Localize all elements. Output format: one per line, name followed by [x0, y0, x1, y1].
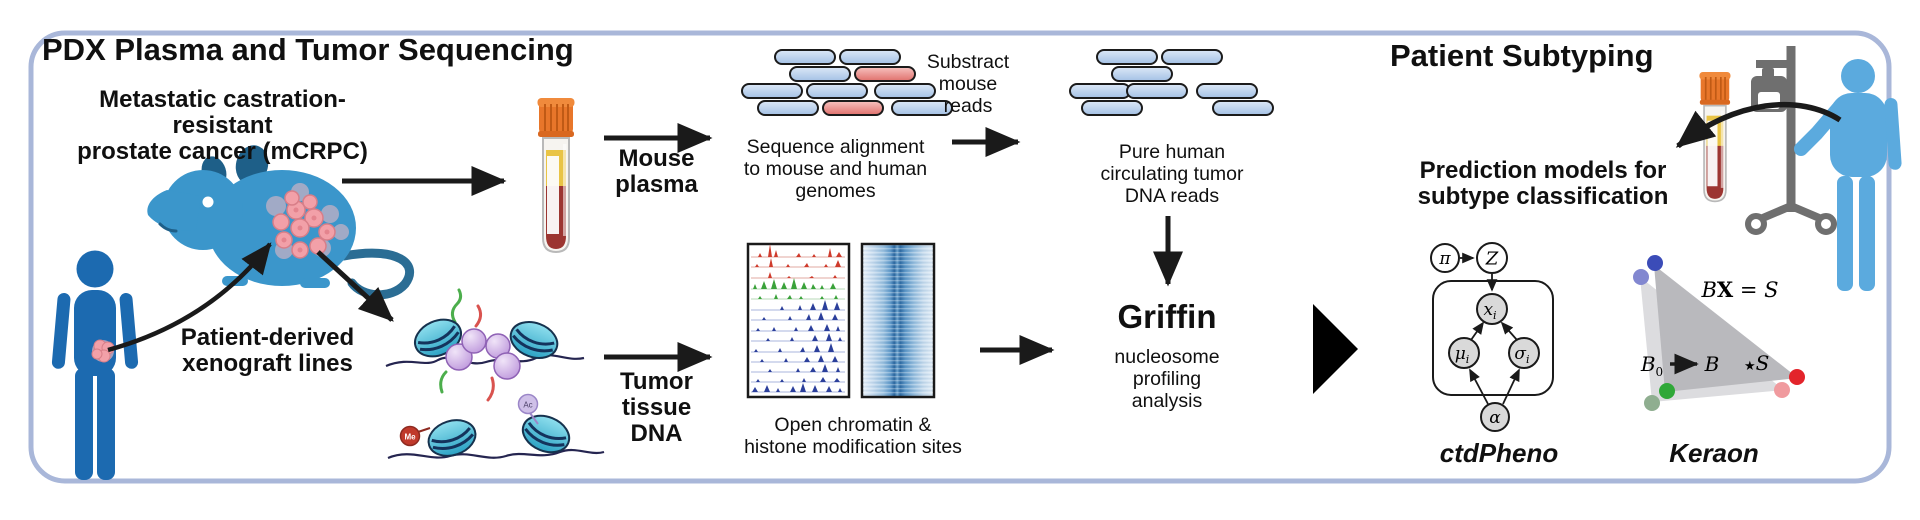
keraon-equation: BX = S: [1700, 277, 1778, 302]
keraon-label: Keraon: [1669, 438, 1759, 468]
mouse-plasma-label: Mouse plasma: [615, 145, 698, 198]
figure-frame: [28, 30, 1892, 484]
node-xi: [1476, 293, 1508, 325]
node-pi: [1430, 243, 1460, 273]
pdx-lines-label: Patient-derived xenograft lines: [180, 324, 355, 377]
arrow-patient-to-tube: [1675, 102, 1842, 149]
acetylation-label: Ac: [523, 401, 532, 410]
arrow-tumor-to-xenograft: [316, 250, 394, 322]
simplex-dot-green: [1659, 383, 1675, 399]
keraon-model-diagram: BX = S B0 B ★S: [1633, 255, 1805, 411]
node-z-label: Z: [1485, 249, 1499, 270]
methylation-label: Me: [404, 433, 416, 442]
node-pi-label: π: [1438, 249, 1451, 269]
methylation-mark-icon: [399, 425, 421, 447]
keraon-b-label: B: [1704, 352, 1720, 376]
tumor-tissue-dna-label: Tumor tissue DNA: [620, 368, 693, 447]
blood-tube-icon: [536, 97, 576, 253]
node-xi-label: xi: [1483, 300, 1496, 322]
griffin-title: Griffin: [1117, 298, 1217, 335]
prediction-models-label: Prediction models for subtype classifica…: [1417, 157, 1669, 210]
pure-human-reads-icon: [1069, 49, 1274, 116]
nucleosome-chromatin-icon: Me Ac: [385, 288, 605, 460]
node-mui: [1448, 337, 1480, 369]
mcrpc-label: Metastatic castration-resistant prostate…: [77, 86, 368, 165]
simplex-dot-blue: [1647, 255, 1663, 271]
patient-figure-icon: [1794, 59, 1902, 291]
node-sigmai: [1508, 337, 1540, 369]
acetylation-mark-icon: [517, 393, 539, 415]
ctdpheno-label: ctdPheno: [1439, 438, 1559, 468]
simplex-dot-pink: [1774, 382, 1790, 398]
iv-pole-icon: [1745, 46, 1837, 235]
node-alpha-label: α: [1489, 408, 1501, 428]
node-mui-label: μi: [1455, 344, 1470, 366]
genome-tracks-panel: [746, 242, 851, 399]
simplex-dot-red: [1789, 369, 1805, 385]
mouse-tumor-icon: [266, 183, 349, 259]
keraon-s-label: ★S: [1744, 351, 1769, 375]
simplex-dot-light-green: [1644, 395, 1660, 411]
right-panel-title: Patient Subtyping: [1390, 38, 1654, 73]
pure-human-reads-caption: Pure human circulating tumor DNA reads: [1100, 141, 1244, 207]
simplex-dot-light-blue: [1633, 269, 1649, 285]
ctdpheno-model-diagram: π Z xi μi σi α: [1430, 242, 1554, 432]
patient-blood-tube-icon: [1698, 71, 1732, 203]
heatmap-panel: [860, 242, 936, 399]
node-z: [1476, 242, 1508, 274]
left-panel-title: PDX Plasma and Tumor Sequencing: [42, 32, 574, 67]
node-alpha: [1480, 402, 1510, 432]
arrow-human-to-mouse: [107, 242, 272, 353]
node-sigmai-label: σi: [1514, 344, 1529, 366]
sequence-alignment-caption: Sequence alignment to mouse and human ge…: [743, 136, 928, 202]
subtract-mouse-reads-caption: Substract mouse reads: [926, 51, 1010, 117]
flow-triangle-icon: [1313, 304, 1358, 394]
keraon-b0-label: B0: [1640, 352, 1663, 379]
open-chromatin-caption: Open chromatin & histone modification si…: [744, 414, 962, 458]
griffin-subtitle: nucleosome profiling analysis: [1114, 346, 1220, 412]
